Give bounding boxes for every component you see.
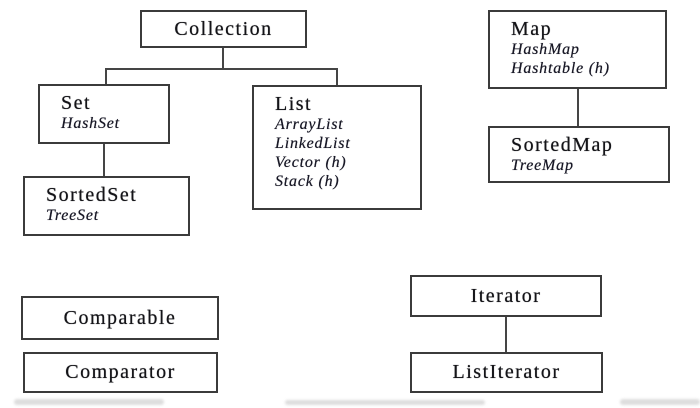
connector-map-sortedmap [577, 87, 579, 127]
node-sortedmap: SortedMap TreeMap [488, 126, 670, 183]
node-listiterator: ListIterator [410, 352, 603, 393]
implementation-class: Hashtable (h) [511, 60, 610, 77]
node-label: Iterator [470, 284, 542, 307]
implementation-class: ArrayList [275, 116, 344, 133]
scan-artifact [14, 399, 164, 405]
node-label: Collection [174, 17, 273, 40]
node-label: SortedMap [511, 134, 614, 156]
node-label: SortedSet [46, 184, 138, 206]
connector-drop-to-list [336, 68, 338, 87]
connector-collection-stem [222, 46, 224, 70]
implementation-class: TreeSet [46, 207, 99, 224]
connector-iterator-listiterator [505, 315, 507, 353]
node-label: Comparator [65, 361, 176, 383]
node-map: Map HashMap Hashtable (h) [488, 10, 667, 89]
implementation-class: HashSet [61, 115, 120, 132]
node-label: Set [61, 92, 92, 114]
implementation-class: HashMap [511, 41, 580, 58]
node-list: List ArrayList LinkedList Vector (h) Sta… [252, 85, 422, 210]
implementation-class: LinkedList [275, 135, 351, 152]
implementation-list: TreeMap [511, 156, 662, 175]
scan-artifact [620, 399, 700, 405]
node-iterator: Iterator [410, 275, 602, 317]
node-sortedset: SortedSet TreeSet [23, 176, 190, 236]
implementation-list: HashSet [61, 114, 162, 133]
implementation-class: Stack (h) [275, 173, 340, 190]
implementation-class: TreeMap [511, 157, 574, 174]
connector-drop-to-set [105, 68, 107, 86]
node-collection: Collection [140, 10, 307, 48]
node-comparator: Comparator [23, 352, 218, 393]
node-set: Set HashSet [38, 84, 170, 144]
node-label: Map [511, 18, 553, 40]
connector-set-sortedset [103, 142, 105, 176]
connector-collection-children-bar [105, 68, 338, 70]
scan-artifact [285, 400, 485, 405]
node-label: ListIterator [452, 361, 561, 383]
implementation-list: TreeSet [46, 206, 182, 225]
implementation-class: Vector (h) [275, 154, 347, 171]
implementation-list: ArrayList LinkedList Vector (h) Stack (h… [275, 115, 414, 191]
node-label: Comparable [63, 306, 177, 329]
node-label: List [275, 93, 313, 115]
node-comparable: Comparable [21, 296, 219, 340]
implementation-list: HashMap Hashtable (h) [511, 40, 659, 78]
